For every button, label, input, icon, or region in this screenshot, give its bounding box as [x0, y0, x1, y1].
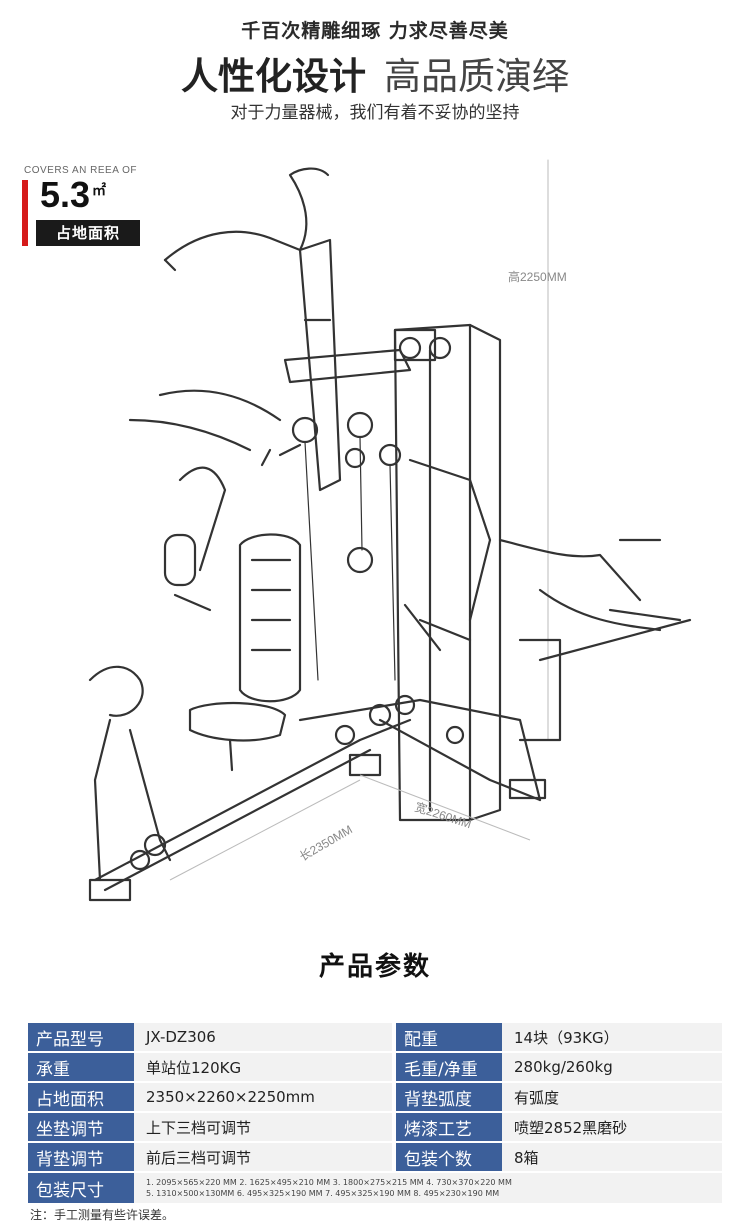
params-row-pack: 包装尺寸 1. 2095×565×220 MM 2. 1625×495×210 … — [28, 1173, 722, 1203]
param-value: 有弧度 — [502, 1083, 722, 1111]
param-label: 占地面积 — [28, 1083, 134, 1111]
gym-machine-illustration — [88, 159, 692, 902]
param-label: 烤漆工艺 — [396, 1113, 502, 1141]
param-label: 毛重/净重 — [396, 1053, 502, 1081]
area-accent-bar — [22, 180, 28, 246]
param-label: 配重 — [396, 1023, 502, 1051]
area-label: 占地面积 — [36, 220, 140, 246]
headline: 人性化设计高品质演绎 — [0, 46, 750, 100]
param-label: 坐垫调节 — [28, 1113, 134, 1141]
param-value: 14块（93KG） — [502, 1023, 722, 1051]
area-unit: ㎡ — [92, 182, 107, 198]
param-value: 8箱 — [502, 1143, 722, 1171]
tagline: 千百次精雕细琢 力求尽善尽美 — [241, 20, 509, 42]
height-dimension: 高2250MM — [508, 270, 567, 284]
param-label: 包装个数 — [396, 1143, 502, 1171]
param-value: 280kg/260kg — [502, 1053, 722, 1081]
param-value: 上下三档可调节 — [134, 1113, 392, 1141]
pack-line-1: 1. 2095×565×220 MM 2. 1625×495×210 MM 3.… — [146, 1178, 512, 1187]
param-value: 前后三档可调节 — [134, 1143, 392, 1171]
param-label: 背垫调节 — [28, 1143, 134, 1171]
params-row: 产品型号 JX-DZ306 配重 14块（93KG） — [28, 1023, 722, 1051]
headline-bold: 人性化设计 — [181, 55, 366, 98]
param-value: 单站位120KG — [134, 1053, 392, 1081]
params-row: 背垫调节 前后三档可调节 包装个数 8箱 — [28, 1143, 722, 1171]
param-value: 喷塑2852黑磨砂 — [502, 1113, 722, 1141]
param-label: 产品型号 — [28, 1023, 134, 1051]
param-label: 包装尺寸 — [28, 1173, 134, 1203]
params-row: 承重 单站位120KG 毛重/净重 280kg/260kg — [28, 1053, 722, 1081]
headline-light: 高品质演绎 — [384, 55, 569, 98]
subline: 对于力量器械，我们有着不妥协的坚持 — [230, 103, 520, 123]
param-label: 背垫弧度 — [396, 1083, 502, 1111]
params-row: 坐垫调节 上下三档可调节 烤漆工艺 喷塑2852黑磨砂 — [28, 1113, 722, 1141]
area-english-caption: COVERS AN REEA OF — [24, 165, 137, 176]
params-row: 占地面积 2350×2260×2250mm 背垫弧度 有弧度 — [28, 1083, 722, 1111]
params-table: 产品型号 JX-DZ306 配重 14块（93KG） 承重 单站位120KG 毛… — [28, 1023, 722, 1205]
area-number: 5.3 — [40, 174, 91, 215]
pack-line-2: 5. 1310×500×130MM 6. 495×325×190 MM 7. 4… — [146, 1189, 500, 1198]
pack-sizes: 1. 2095×565×220 MM 2. 1625×495×210 MM 3.… — [134, 1173, 722, 1203]
param-value: JX-DZ306 — [134, 1023, 392, 1051]
params-title: 产品参数 — [318, 952, 431, 982]
measurement-note: 注：手工测量有些许误差。 — [30, 1208, 175, 1222]
param-label: 承重 — [28, 1053, 134, 1081]
param-value: 2350×2260×2250mm — [134, 1083, 392, 1111]
